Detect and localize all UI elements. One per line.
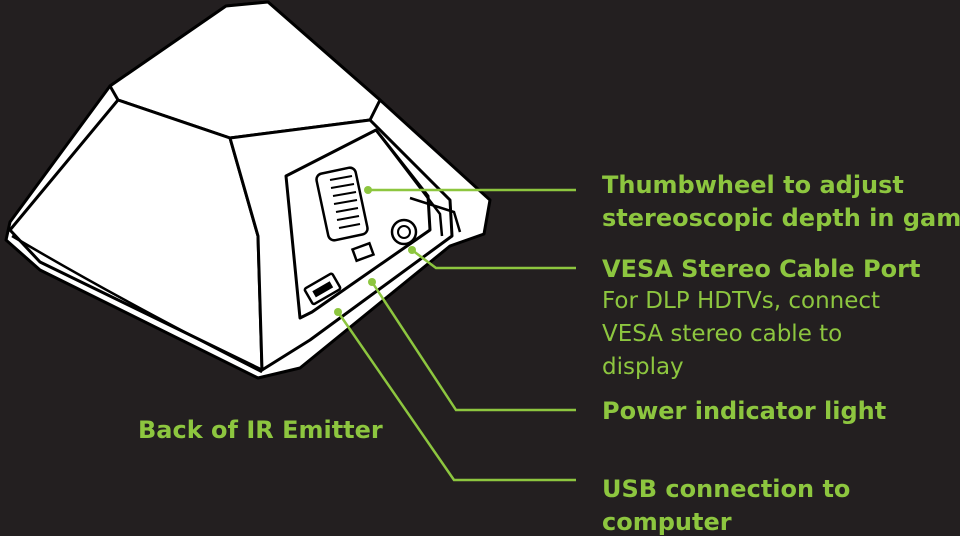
thumbwheel-label-line-1: Thumbwheel to adjust bbox=[602, 171, 904, 199]
power-leader-line bbox=[370, 281, 576, 412]
panel-lip bbox=[409, 196, 462, 233]
panel-edge bbox=[375, 129, 444, 237]
power-leader-dot bbox=[368, 278, 376, 286]
vesa-label-title: VESA Stereo Cable Port bbox=[602, 255, 921, 283]
vesa-label-desc-line-3: display bbox=[602, 354, 684, 380]
usb-label-line-1: USB connection to bbox=[602, 475, 851, 503]
power-label: Power indicator light bbox=[602, 397, 887, 425]
body-bottom-edge bbox=[11, 234, 263, 374]
usb-port-icon bbox=[303, 272, 342, 306]
vesa-port-icon bbox=[390, 218, 418, 246]
thumbwheel-leader-dot bbox=[364, 186, 372, 194]
thumbwheel-icon bbox=[315, 166, 369, 242]
thumbwheel-label-line-2: stereoscopic depth in game bbox=[602, 204, 960, 232]
vesa-leader-dot bbox=[408, 246, 416, 254]
diagram-title-label: Back of IR Emitter bbox=[138, 416, 383, 444]
vesa-label-desc-line-1: For DLP HDTVs, connect bbox=[602, 288, 881, 314]
usb-leader-line bbox=[336, 311, 576, 482]
power-indicator-icon bbox=[350, 241, 376, 263]
vesa-label-desc-line-2: VESA stereo cable to bbox=[602, 321, 843, 347]
usb-label-line-2: computer bbox=[602, 508, 732, 536]
emitter-front-face bbox=[8, 98, 264, 372]
vesa-leader-line bbox=[411, 249, 576, 270]
usb-leader-dot bbox=[334, 308, 342, 316]
